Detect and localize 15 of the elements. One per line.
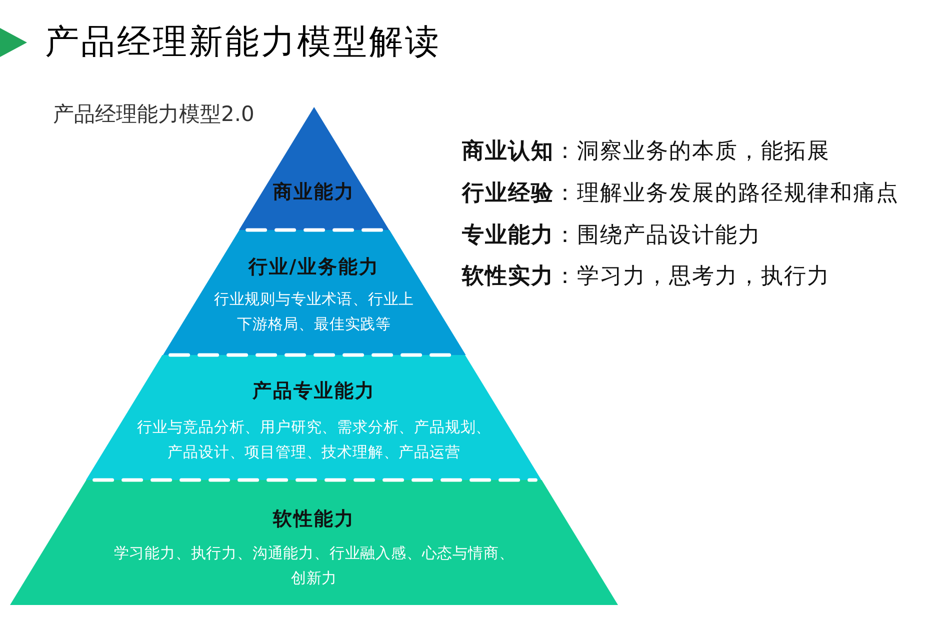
definition-text: 行业经验：理解业务发展的路径规律和痛点: [462, 180, 899, 208]
tier-description: 学习能力、执行力、沟通能力、行业融入感、心态与情商、创新力: [112, 543, 516, 589]
tier-description: 行业规则与专业术语、行业上下游格局、最佳实践等: [212, 289, 416, 335]
definition-text: 软性实力：学习力，思考力，执行力: [462, 263, 830, 291]
tier-heading: 产品专业能力: [251, 379, 376, 403]
tier-heading: 行业/业务能力: [247, 255, 381, 279]
pyramid-heading: 产品经理能力模型2.0: [53, 101, 254, 128]
definition-text: 商业认知：洞察业务的本质，能拓展: [462, 138, 830, 166]
tier-heading: 商业能力: [272, 180, 356, 204]
definition-text: 专业能力：围绕产品设计能力: [462, 222, 761, 250]
page-title: 产品经理新能力模型解读: [45, 21, 441, 64]
tier-description: 行业与竞品分析、用户研究、需求分析、产品规划、产品设计、项目管理、技术理解、产品运营: [136, 417, 492, 463]
tier-heading: 软性能力: [272, 507, 356, 531]
pyramid-tier: [10, 480, 618, 605]
pyramid-tier: [86, 355, 542, 480]
